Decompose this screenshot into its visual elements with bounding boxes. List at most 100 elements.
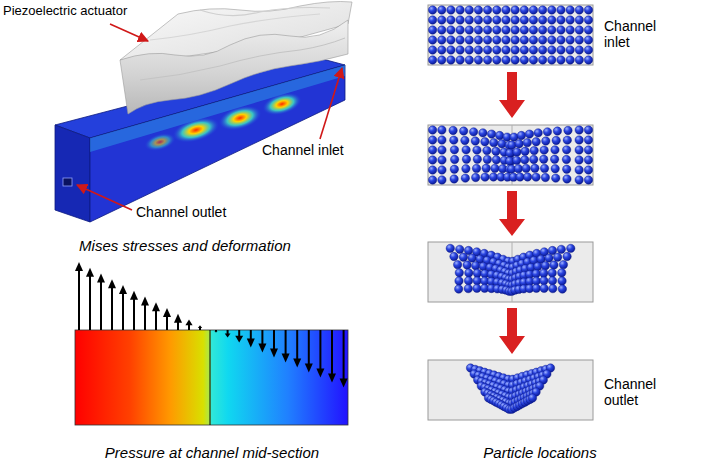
- particle: [492, 147, 500, 155]
- particle: [529, 6, 537, 14]
- particle: [558, 277, 566, 285]
- pressure-arrow-head: [293, 358, 301, 367]
- particle: [474, 36, 482, 44]
- particle: [557, 46, 565, 54]
- particle: [558, 269, 566, 277]
- pressure-arrow: [308, 330, 310, 365]
- particle: [520, 16, 528, 24]
- particle: [495, 131, 503, 139]
- particle: [447, 26, 455, 34]
- particle: [471, 137, 479, 145]
- particle: [538, 6, 546, 14]
- particle: [471, 173, 479, 181]
- particle: [541, 261, 549, 269]
- particle: [438, 26, 446, 34]
- particle: [548, 277, 556, 285]
- particle: [462, 155, 470, 163]
- particle: [428, 146, 436, 154]
- particle: [428, 46, 436, 54]
- particle: [438, 136, 446, 144]
- particle: [493, 6, 501, 14]
- particle: [456, 26, 464, 34]
- pressure-arrow-head: [328, 373, 336, 382]
- particle: [522, 164, 530, 172]
- particle: [575, 166, 583, 174]
- particle: [548, 6, 556, 14]
- particle: [428, 126, 436, 134]
- particle: [520, 56, 528, 64]
- particle: [511, 46, 519, 54]
- pressure-map: [75, 330, 348, 425]
- particle: [584, 26, 592, 34]
- particle: [502, 6, 510, 14]
- particle: [529, 56, 537, 64]
- pressure-arrow-head: [130, 291, 138, 300]
- particle: [481, 173, 489, 181]
- particle: [542, 137, 550, 145]
- particle: [465, 46, 473, 54]
- particle: [550, 261, 558, 269]
- particle: [540, 277, 548, 285]
- particle: [548, 26, 556, 34]
- particle: [438, 146, 446, 154]
- particle: [534, 262, 542, 270]
- particle: [453, 260, 461, 268]
- pressure-arrow: [343, 330, 345, 380]
- particle: [551, 146, 559, 154]
- particle: [447, 36, 455, 44]
- particle: [447, 16, 455, 24]
- particle: [575, 56, 583, 64]
- particle: [489, 173, 497, 181]
- particle: [511, 26, 519, 34]
- particle: [450, 175, 458, 183]
- particle: [513, 156, 521, 164]
- particle: [456, 6, 464, 14]
- particle: [456, 16, 464, 24]
- callout-label: Channel outlet: [136, 204, 226, 220]
- particle: [529, 36, 537, 44]
- particle: [447, 6, 455, 14]
- pressure-arrow: [331, 330, 333, 375]
- panel-caption: Pressure at channel mid-section: [105, 444, 319, 461]
- particle: [540, 164, 548, 172]
- particle: [566, 46, 574, 54]
- panel-caption: Mises stresses and deformation: [79, 237, 291, 254]
- particle: [459, 253, 467, 261]
- panel-caption: Particle locations: [483, 444, 596, 461]
- particle: [521, 147, 529, 155]
- particle: [557, 56, 565, 64]
- particle: [446, 244, 454, 252]
- panel-caption: Pressure at channel mid-section: [105, 444, 319, 461]
- pressure-arrow: [261, 330, 263, 345]
- pressure-arrow-head: [340, 378, 348, 387]
- particle: [428, 56, 436, 64]
- particle: [455, 269, 463, 277]
- pressure-arrow: [285, 330, 287, 355]
- particle: [474, 26, 482, 34]
- particle: [553, 253, 561, 261]
- particle: [530, 155, 538, 163]
- particle: [474, 56, 482, 64]
- pressure-arrow-head: [258, 344, 266, 353]
- particle: [449, 126, 457, 134]
- particle: [465, 36, 473, 44]
- pressure-arrow: [100, 281, 102, 330]
- particle: [483, 36, 491, 44]
- particle: [553, 127, 561, 135]
- particle: [438, 176, 446, 184]
- particle: [428, 36, 436, 44]
- particle: [575, 156, 583, 164]
- particle: [473, 277, 481, 285]
- particle: [456, 56, 464, 64]
- particle: [502, 46, 510, 54]
- pressure-arrow-head: [316, 368, 324, 377]
- particle: [584, 126, 592, 134]
- leader-arrow: [110, 24, 148, 41]
- pressure-arrow: [166, 315, 168, 330]
- particle: [481, 138, 489, 146]
- callout-label: Channel inlet: [262, 142, 344, 158]
- particle: [483, 46, 491, 54]
- particle: [474, 6, 482, 14]
- particle: [491, 164, 499, 172]
- particle: [584, 6, 592, 14]
